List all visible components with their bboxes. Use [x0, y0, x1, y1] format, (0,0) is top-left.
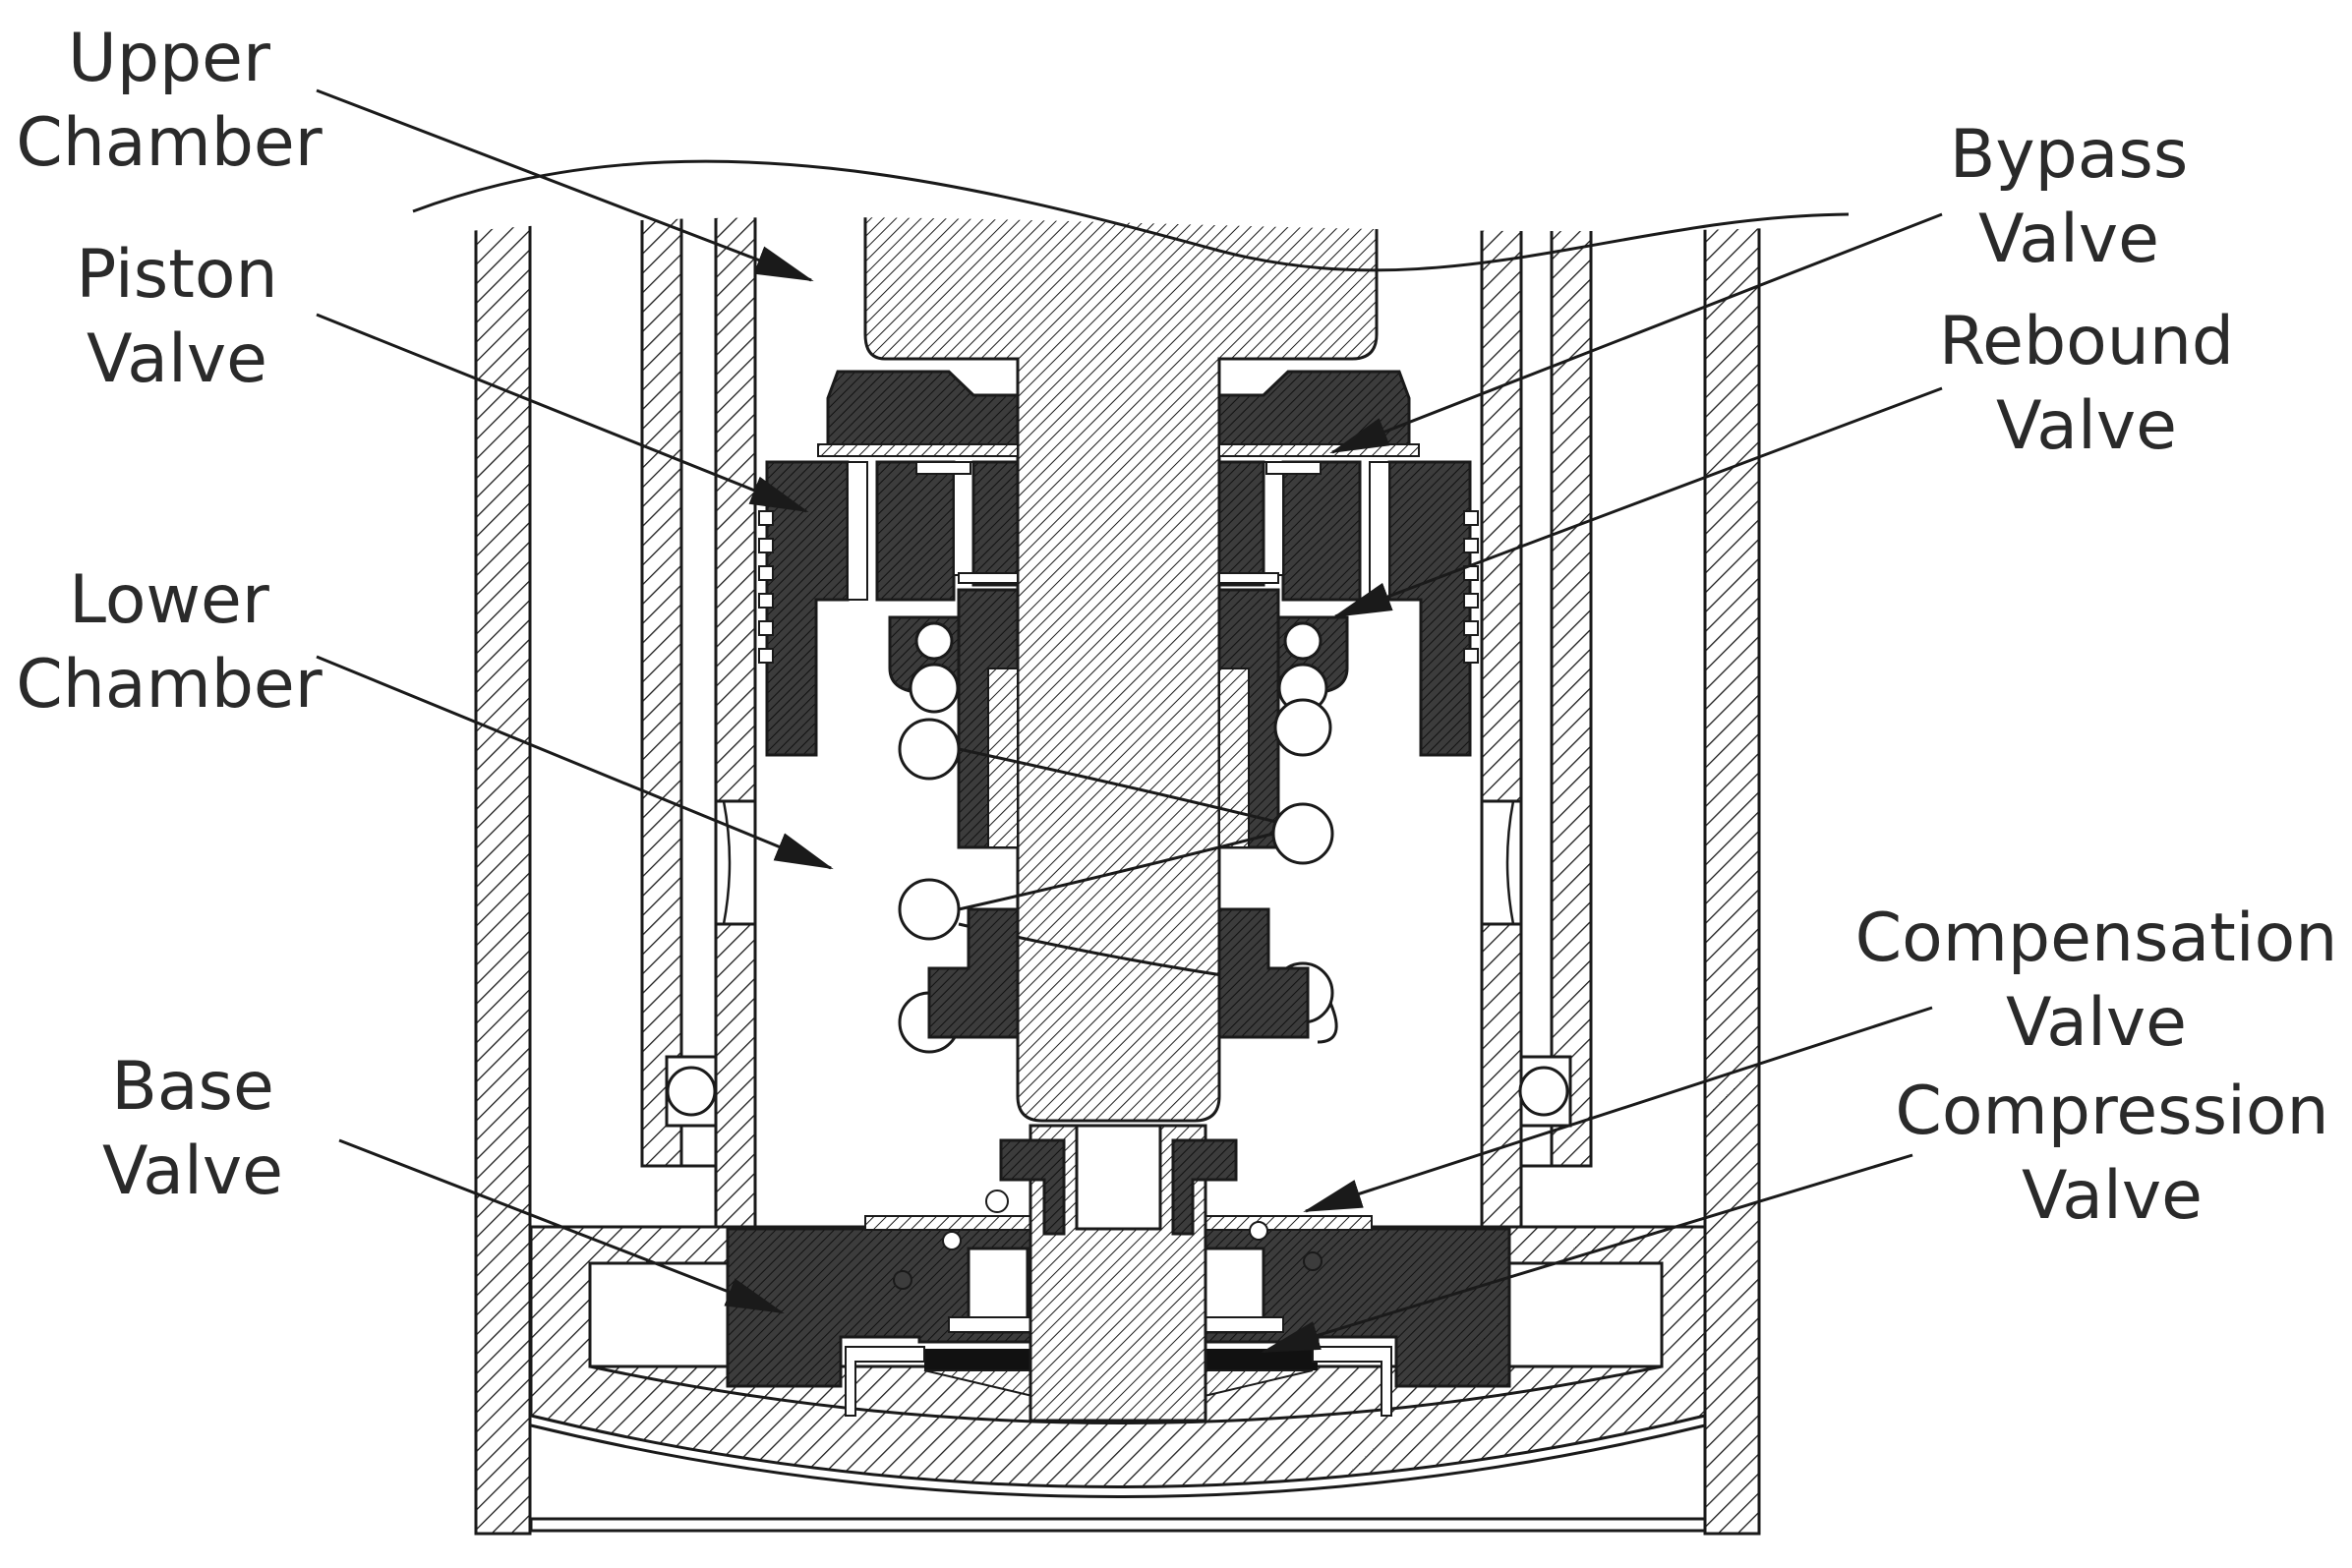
leader-lines — [316, 88, 1943, 1354]
piston-body-left — [765, 460, 850, 757]
label-compression-valve-line1: Compression — [1895, 1073, 2328, 1150]
seal-ring-left — [666, 1066, 717, 1117]
cutaway-body — [474, 177, 1761, 1536]
piston-cap-right — [1217, 370, 1411, 449]
piston-body-right — [1387, 460, 1472, 757]
label-upper-chamber-line1: Upper — [68, 20, 270, 97]
piston-cap-left — [826, 370, 1020, 449]
label-piston-valve-line2: Valve — [87, 320, 267, 398]
label-base-valve-line1: Base — [111, 1048, 274, 1126]
compensation-valve-retainer-left — [999, 1138, 1066, 1236]
leader-compensation-valve — [1303, 1006, 1933, 1213]
lower-collar-left — [927, 907, 1020, 1039]
inner-tube-wall-right — [1480, 177, 1523, 1260]
label-lower-chamber-line2: Chamber — [16, 646, 322, 724]
label-lower-chamber-line1: Lower — [69, 561, 269, 639]
leader-compression-valve — [1261, 1153, 1913, 1354]
break-line — [412, 159, 1850, 272]
label-piston-valve-line1: Piston — [76, 236, 277, 314]
label-bypass-valve-line1: Bypass — [1950, 116, 2189, 194]
compensation-valve-retainer-right — [1171, 1138, 1238, 1236]
leader-piston-valve — [316, 313, 809, 513]
inner-tube-wall-left — [714, 177, 757, 1260]
piston-rod — [863, 177, 1379, 1123]
lower-collar-right — [1217, 907, 1310, 1039]
label-compensation-valve-line1: Compensation — [1855, 900, 2338, 977]
label-base-valve-line2: Valve — [102, 1132, 283, 1210]
outer-tube-wall-right — [1703, 177, 1761, 1536]
label-upper-chamber-line2: Chamber — [16, 104, 322, 182]
leader-lower-chamber — [316, 655, 834, 870]
leader-upper-chamber — [316, 88, 814, 282]
label-compensation-valve-line2: Valve — [2006, 984, 2187, 1062]
label-rebound-valve-line1: Rebound — [1939, 303, 2234, 380]
leader-rebound-valve — [1332, 386, 1943, 618]
outer-tube-wall-left — [474, 177, 532, 1536]
leader-base-valve — [338, 1138, 785, 1314]
label-compression-valve-line2: Valve — [2022, 1157, 2203, 1235]
label-bypass-valve-line2: Valve — [1978, 201, 2159, 278]
middle-sleeve-left — [640, 177, 683, 1168]
middle-sleeve-right — [1550, 177, 1593, 1168]
leader-bypass-valve — [1329, 212, 1943, 454]
label-rebound-valve-line2: Valve — [1996, 387, 2177, 465]
seal-ring-right — [1518, 1066, 1569, 1117]
